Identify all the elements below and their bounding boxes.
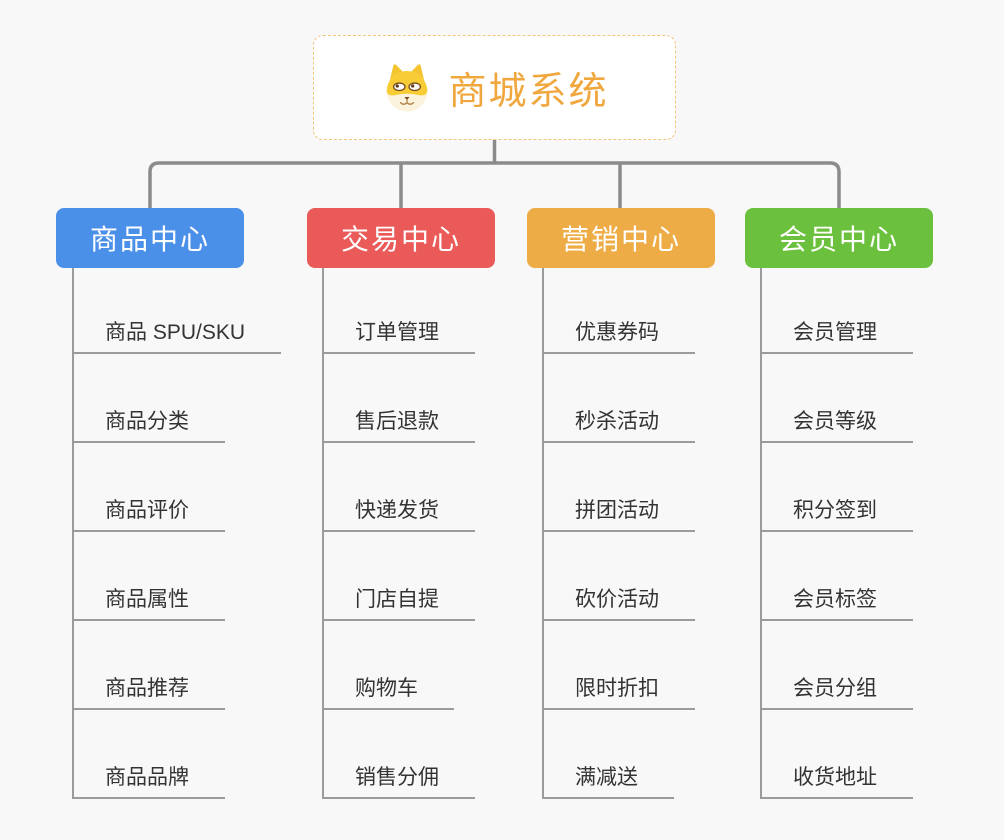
leaf-topic[interactable]: 商品属性: [72, 583, 225, 621]
branch-column-marketing-center: 优惠券码 秒杀活动 拼团活动 砍价活动 限时折扣 满减送: [542, 268, 695, 799]
branch-column-member-center: 会员管理 会员等级 积分签到 会员标签 会员分组 收货地址: [760, 268, 913, 799]
leaf-topic[interactable]: 购物车: [322, 672, 454, 710]
leaf-topic[interactable]: 商品分类: [72, 405, 225, 443]
branch-vertical-line: [322, 268, 324, 799]
branch-topic-product-center[interactable]: 商品中心: [56, 208, 244, 268]
leaf-topic[interactable]: 会员管理: [760, 316, 913, 354]
leaf-topic[interactable]: 商品 SPU/SKU: [72, 316, 282, 354]
branch-vertical-line: [542, 268, 544, 799]
root-topic[interactable]: 商城系统: [313, 35, 676, 140]
root-topic-label: 商城系统: [448, 71, 609, 113]
leaf-topic[interactable]: 会员分组: [760, 672, 913, 710]
leaf-topic[interactable]: 限时折扣: [542, 672, 695, 710]
leaf-topic[interactable]: 订单管理: [322, 316, 475, 354]
leaf-topic[interactable]: 商品品牌: [72, 761, 225, 799]
branch-bus-line: [148, 161, 841, 208]
branch-topic-member-center[interactable]: 会员中心: [745, 208, 933, 268]
leaf-topic[interactable]: 会员等级: [760, 405, 913, 443]
leaf-topic[interactable]: 拼团活动: [542, 494, 695, 532]
branch-vertical-line: [72, 268, 74, 799]
branch-vertical-line: [760, 268, 762, 799]
branch-topic-trade-center[interactable]: 交易中心: [307, 208, 495, 268]
leaf-topic[interactable]: 门店自提: [322, 583, 475, 621]
leaf-topic[interactable]: 积分签到: [760, 494, 913, 532]
leaf-topic[interactable]: 砍价活动: [542, 583, 695, 621]
branch-column-trade-center: 订单管理 售后退款 快递发货 门店自提 购物车 销售分佣: [322, 268, 475, 799]
leaf-topic[interactable]: 商品评价: [72, 494, 225, 532]
leaf-topic[interactable]: 售后退款: [322, 405, 475, 443]
leaf-topic[interactable]: 收货地址: [760, 761, 913, 799]
branch-topic-marketing-center[interactable]: 营销中心: [527, 208, 715, 268]
leaf-topic[interactable]: 销售分佣: [322, 761, 475, 799]
dog-face-icon: [387, 63, 428, 112]
leaf-topic[interactable]: 商品推荐: [72, 672, 225, 710]
leaf-topic[interactable]: 满减送: [542, 761, 674, 799]
leaf-topic[interactable]: 优惠券码: [542, 316, 695, 354]
leaf-topic[interactable]: 会员标签: [760, 583, 913, 621]
leaf-topic[interactable]: 秒杀活动: [542, 405, 695, 443]
leaf-topic[interactable]: 快递发货: [322, 494, 475, 532]
branch-column-product-center: 商品 SPU/SKU 商品分类 商品评价 商品属性 商品推荐 商品品牌: [72, 268, 282, 799]
